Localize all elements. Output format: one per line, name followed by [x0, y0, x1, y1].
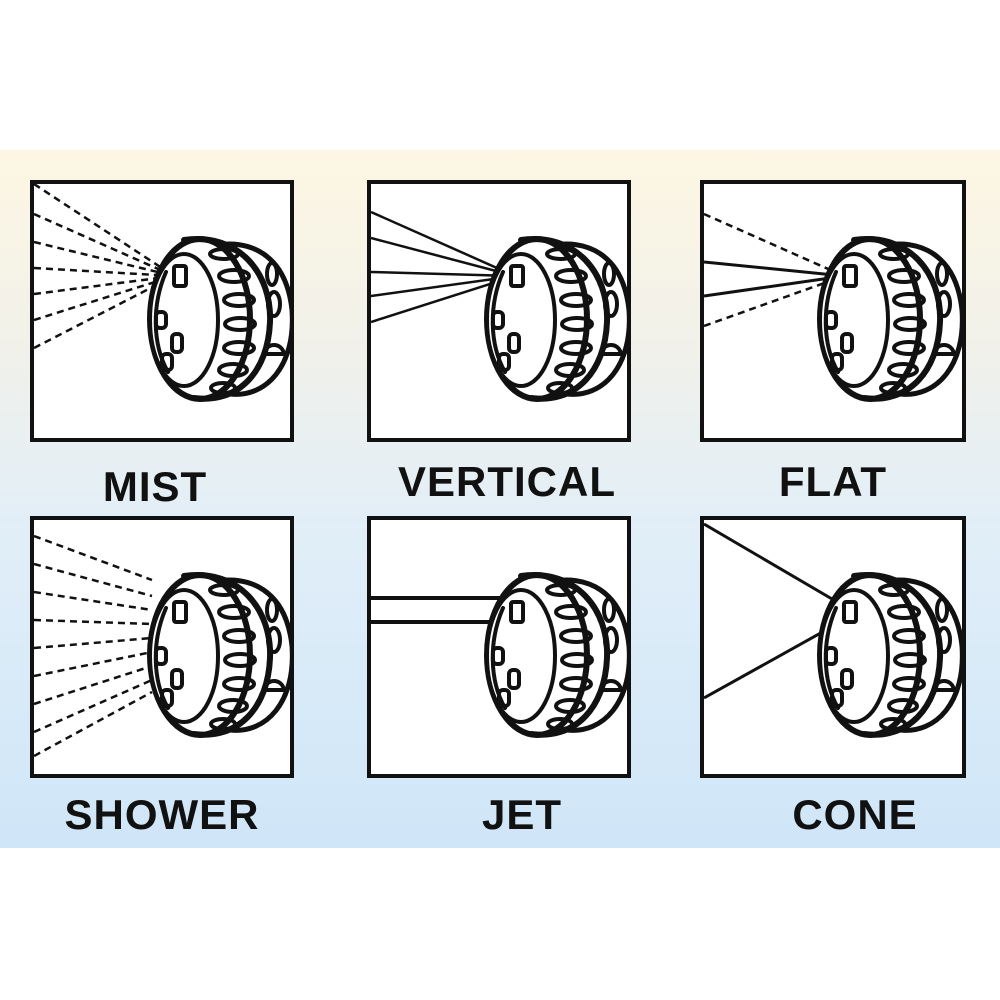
flat-solid-line [704, 274, 845, 298]
cone-edge-line [704, 522, 845, 608]
hose-nozzle-icon [150, 575, 290, 735]
mist-spray-illustration [34, 184, 290, 438]
vertical-solid-line [371, 236, 516, 278]
shower-dashed-line [34, 636, 153, 650]
shower-dashed-line [34, 534, 153, 582]
flat-label: FLAT [778, 458, 888, 505]
mist-spray-pattern [34, 184, 175, 350]
shower-label: SHOWER [64, 791, 260, 838]
mist-dashed-line [34, 274, 175, 350]
shower-dashed-line [34, 678, 153, 734]
shower-dashed-line [34, 650, 153, 678]
flat-spray-pattern [704, 212, 845, 328]
flat-dashed-line [704, 212, 845, 278]
vertical-label: VERTICAL [398, 458, 616, 505]
flat-dashed-line [704, 274, 845, 328]
shower-spray-panel [30, 516, 294, 778]
shower-dashed-line [34, 562, 153, 598]
mist-spray-panel [30, 180, 294, 442]
mist-dashed-line [34, 212, 175, 278]
cone-spray-panel [700, 516, 966, 778]
shower-dashed-line [34, 690, 153, 758]
jet-spray-illustration [371, 520, 627, 774]
vertical-spray-panel [367, 180, 631, 442]
shower-dashed-line [34, 618, 153, 626]
hose-nozzle-icon [150, 239, 290, 399]
jet-label: JET [481, 791, 563, 838]
vertical-solid-line [371, 270, 516, 278]
shower-dashed-line [34, 664, 153, 706]
cone-label: CONE [792, 791, 918, 838]
hose-nozzle-icon [820, 575, 962, 735]
mist-dashed-line [34, 274, 175, 322]
cone-spray-illustration [704, 522, 962, 774]
hose-nozzle-icon [487, 575, 627, 735]
jet-spray-panel [367, 516, 631, 778]
mist-label: MIST [102, 463, 208, 510]
shower-spray-pattern [34, 534, 153, 758]
mist-dashed-line [34, 184, 175, 278]
vertical-solid-line [371, 210, 516, 278]
shower-spray-illustration [34, 534, 290, 758]
vertical-spray-illustration [371, 210, 627, 438]
shower-dashed-line [34, 590, 153, 612]
hose-nozzle-icon [487, 239, 627, 399]
mist-dashed-line [34, 240, 175, 278]
hose-nozzle-icon [820, 239, 962, 399]
flat-spray-illustration [704, 212, 962, 438]
flat-spray-panel [700, 180, 966, 442]
flat-solid-line [704, 260, 845, 278]
